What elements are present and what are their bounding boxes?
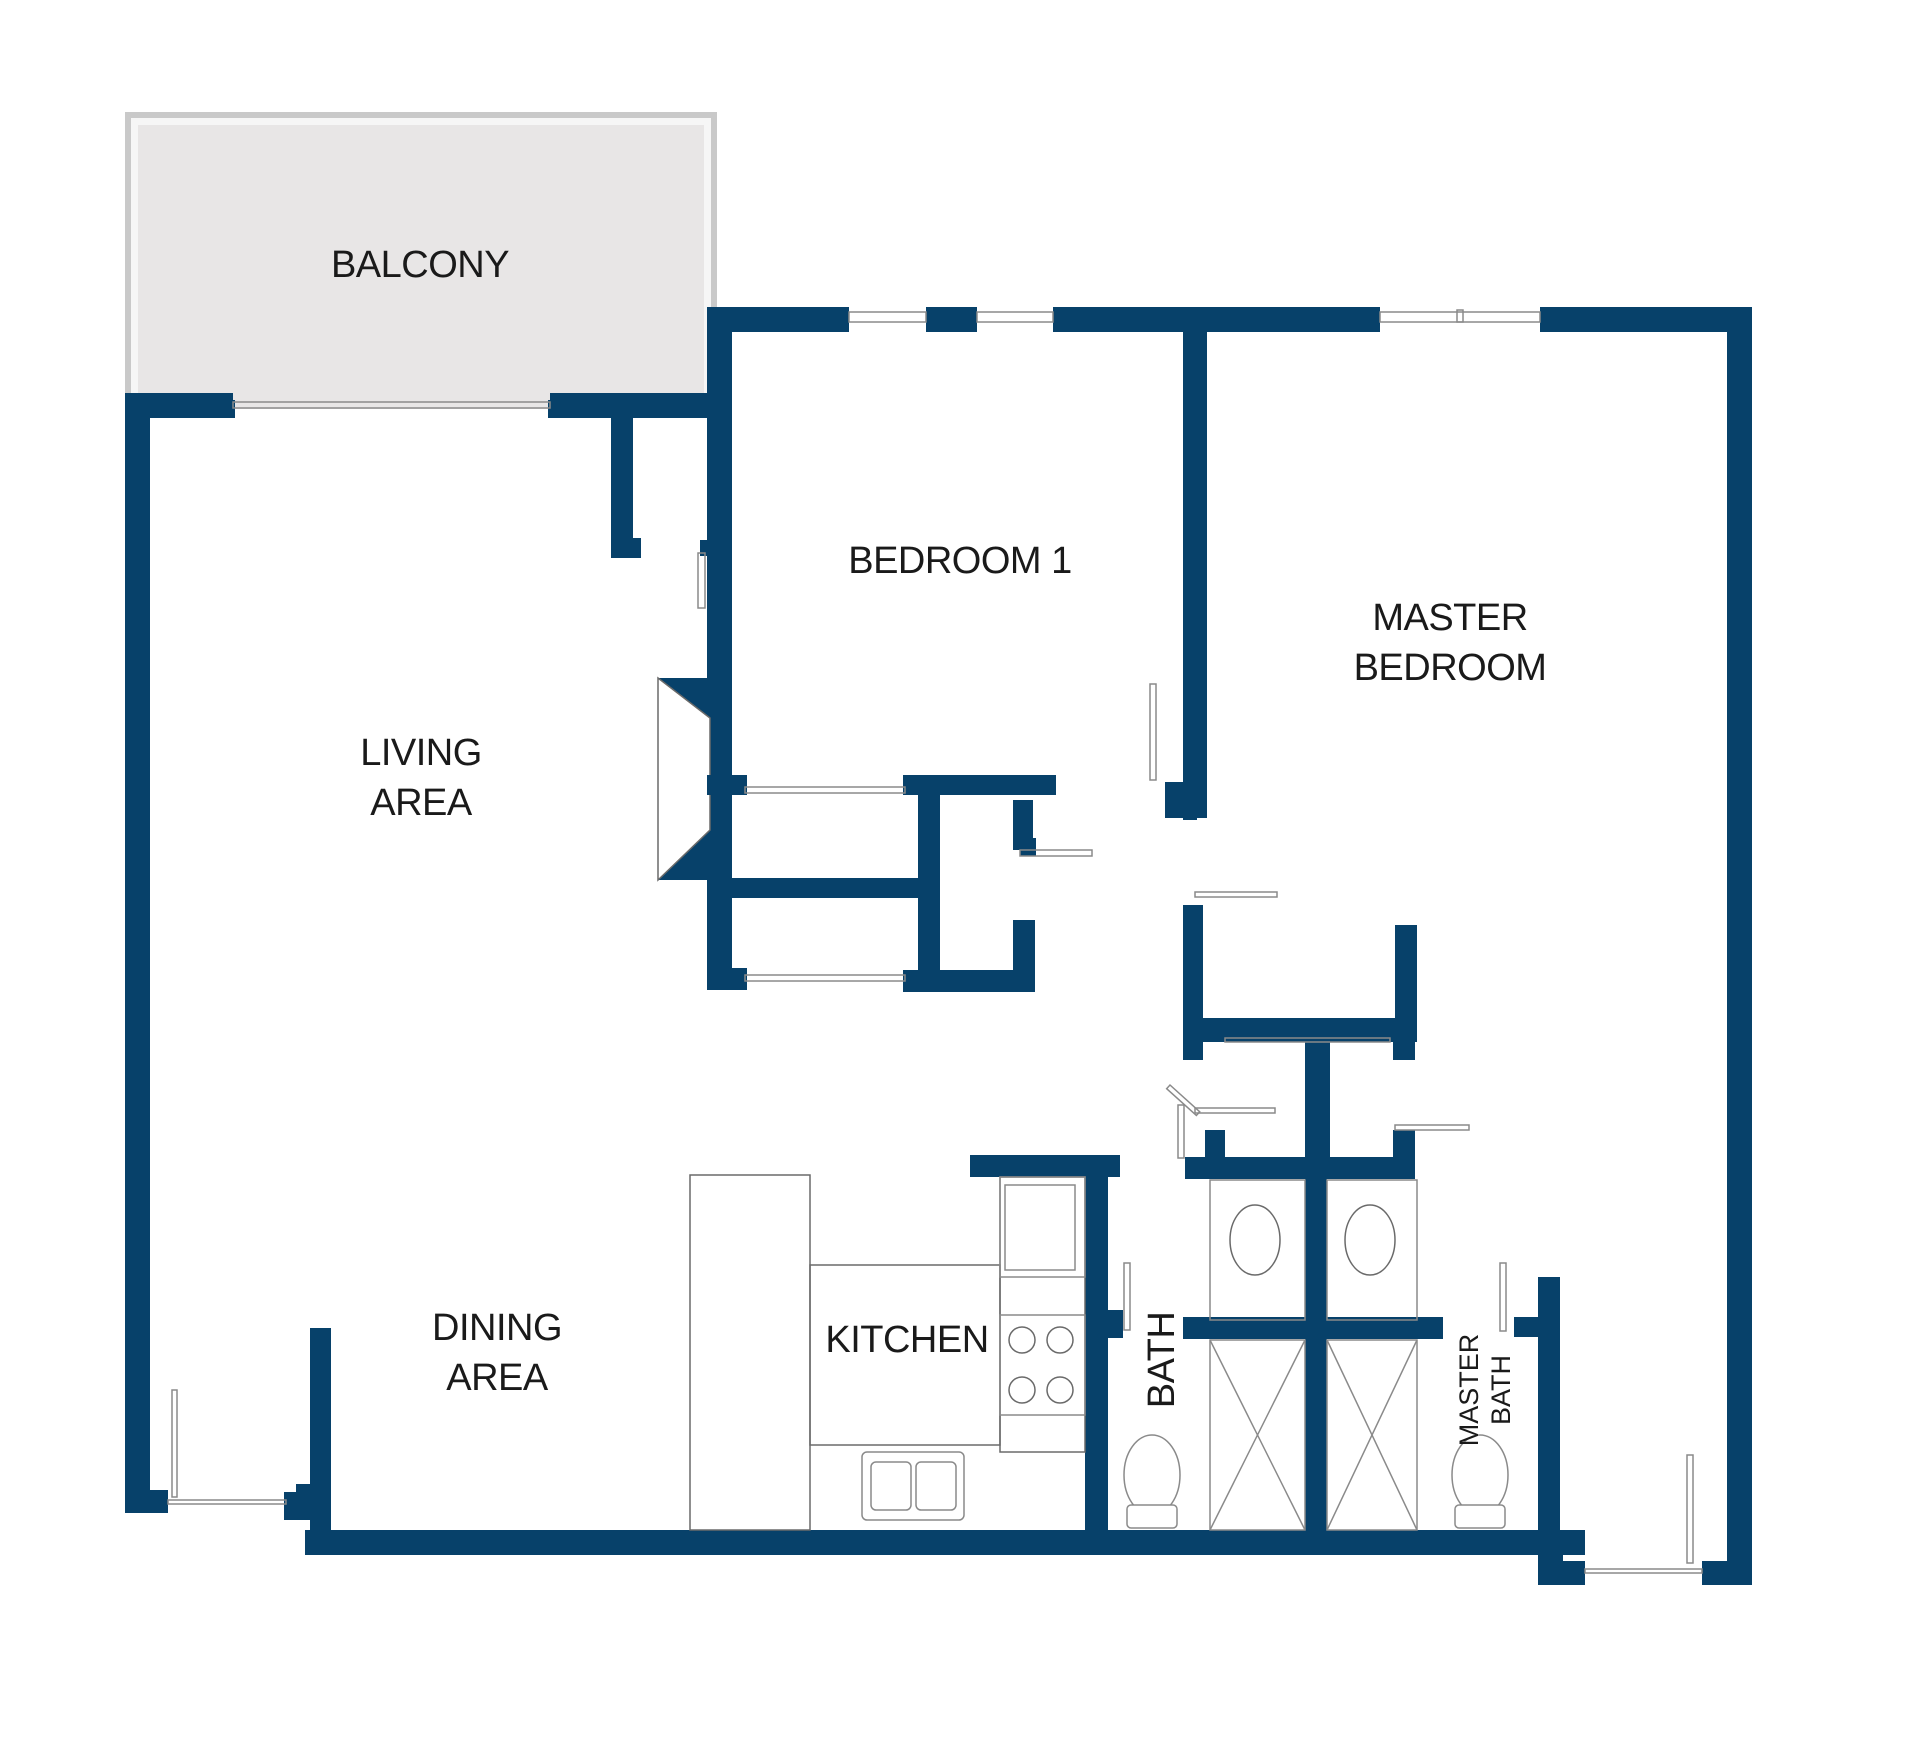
bath-fixtures (1123, 1179, 1509, 1531)
interior-walls (611, 330, 1443, 1543)
kitchen-fixtures (689, 1174, 1086, 1531)
bedroom1-label: BEDROOM 1 (848, 540, 1072, 582)
doors (171, 552, 1694, 1564)
master-bedroom-label-line2: BEDROOM (1354, 647, 1547, 689)
exterior-walls (125, 307, 1752, 1585)
balcony-label: BALCONY (331, 244, 509, 286)
balcony (125, 112, 717, 409)
master-bath-label-line2: BATH (1486, 1355, 1516, 1425)
bath-label: BATH (1141, 1312, 1183, 1409)
dining-area-label-line2: AREA (446, 1357, 549, 1399)
dining-area-label-line1: DINING (432, 1307, 562, 1349)
living-area-label-line1: LIVING (360, 732, 482, 774)
kitchen-label: KITCHEN (825, 1319, 988, 1361)
living-area-label-line2: AREA (370, 782, 473, 824)
windows (167, 309, 1703, 1574)
master-bath-label-line1: MASTER (1454, 1334, 1484, 1447)
master-bedroom-label-line1: MASTER (1372, 597, 1527, 639)
